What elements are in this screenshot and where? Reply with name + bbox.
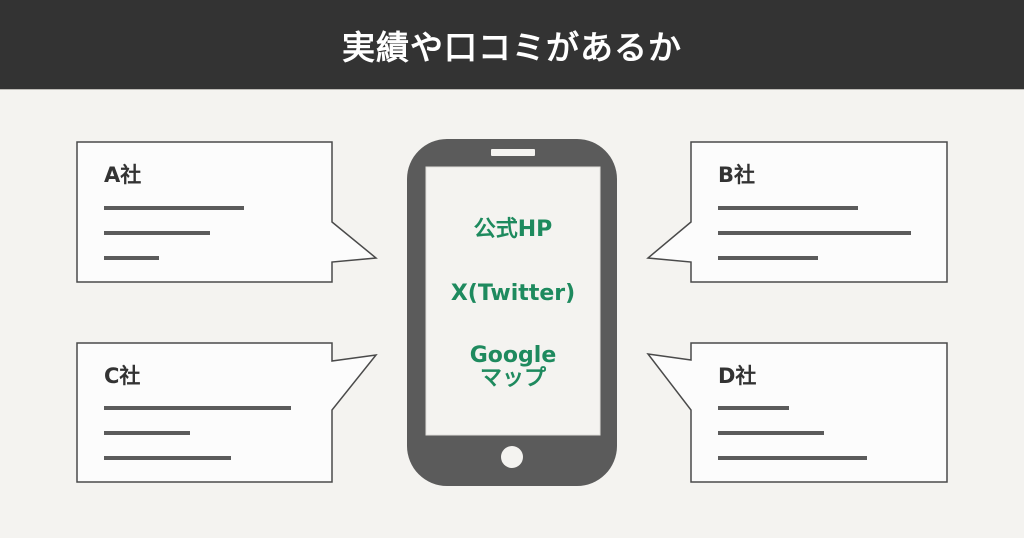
bubble-label-a: A社 [104, 163, 142, 187]
bubble-label-d: D社 [718, 364, 757, 388]
source-google-maps-line1: Google [469, 343, 557, 368]
source-google-maps: Google マップ [426, 344, 600, 390]
source-google-maps-line2: マップ [479, 366, 546, 392]
smartphone-icon [407, 139, 617, 486]
phone-screen [425, 166, 601, 436]
source-official-hp: 公式HP [473, 217, 553, 242]
bubble-label-c: C社 [104, 364, 141, 388]
header-banner: 実績や口コミがあるか [0, 0, 1024, 90]
speech-bubble-c [76, 342, 378, 483]
phone-speaker [491, 149, 535, 156]
placeholder-text-lines [104, 406, 291, 460]
placeholder-text-lines [718, 406, 867, 460]
placeholder-text-lines [718, 206, 911, 260]
placeholder-text-lines [104, 206, 244, 260]
speech-bubble-d [646, 342, 948, 483]
page-title: 実績や口コミがあるか [342, 27, 682, 67]
speech-bubble-b [646, 141, 948, 283]
source-x-twitter: X(Twitter) [450, 281, 576, 306]
bubble-label-b: B社 [718, 163, 756, 187]
speech-bubble-a [76, 141, 378, 283]
phone-home-button [501, 446, 523, 468]
